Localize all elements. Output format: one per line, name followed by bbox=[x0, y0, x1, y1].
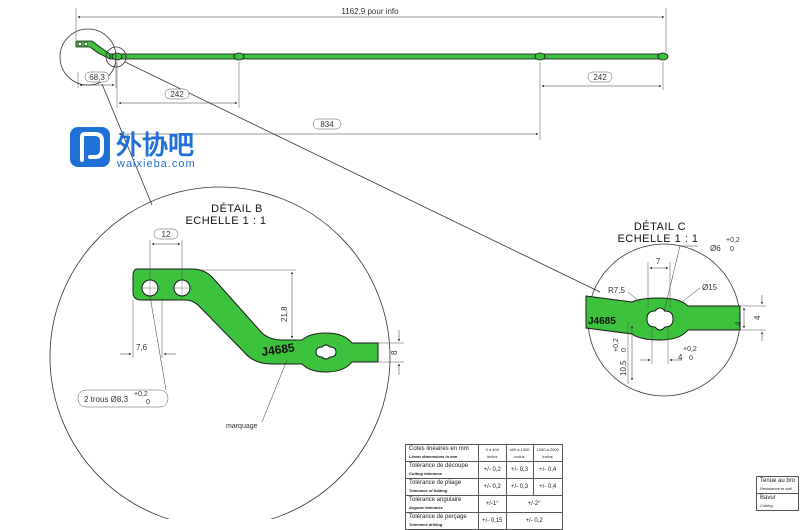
dim-242-left: 242 bbox=[116, 62, 240, 108]
watermark-chinese: 外协吧 bbox=[116, 131, 194, 161]
detail-c-scale: ECHELLE 1 : 1 bbox=[617, 233, 698, 245]
row-value: +/- 0,2 bbox=[478, 461, 507, 479]
detail-b-title: DÉTAIL B bbox=[211, 202, 263, 215]
detail-c-dim-15: Ø15 bbox=[702, 283, 718, 292]
technical-drawing: 1162,9 pour info 68,3 242 834 242 外协 bbox=[49, 7, 766, 519]
detail-b-slot bbox=[315, 344, 337, 360]
dim-242-right-label: 242 bbox=[593, 73, 607, 82]
detail-c-dim-10-5-tol-zero: 0 bbox=[621, 348, 628, 352]
detail-b-marking-label: marquage bbox=[226, 423, 258, 430]
row-value: +/- 0,4 bbox=[532, 461, 563, 479]
watermark-logo-icon bbox=[70, 127, 110, 167]
header-label: Cotes linéaires en mm bbox=[409, 446, 469, 452]
row-value: +/- 0,15 bbox=[478, 512, 507, 530]
watermark-url: waixieba.com bbox=[116, 158, 196, 170]
detail-c-dim-4-right: 4 bbox=[753, 315, 762, 320]
row-label-en: Angular tolerance bbox=[409, 505, 444, 510]
detail-c-dim-10-5: 10,5 bbox=[619, 360, 628, 376]
side-row1: Tenue au bro bbox=[760, 478, 796, 484]
row-label-en: Cutting tolerance bbox=[409, 471, 442, 476]
row-value: +/- 0,3 bbox=[505, 478, 534, 496]
detail-b-dim-21-8: 21,8 bbox=[280, 306, 289, 322]
detail-b-holes-note: 2 trous Ø8,3 bbox=[84, 395, 129, 404]
detail-b-scale: ECHELLE 1 : 1 bbox=[185, 215, 266, 227]
overview-part bbox=[75, 40, 669, 61]
row-label-en: Tolerance drilling bbox=[409, 522, 443, 527]
dim-68: 68,3 bbox=[77, 62, 117, 88]
detail-b-dim-7-6: 7,6 bbox=[136, 343, 148, 352]
row-label: Tolérance de découpe bbox=[409, 463, 469, 469]
detail-c-dim-4-0: 4 bbox=[678, 353, 683, 362]
detail-c-dim-6-tol-zero: 0 bbox=[730, 246, 734, 253]
detail-c-dim-4-0-tol-zero: 0 bbox=[689, 355, 693, 362]
dim-242-left-label: 242 bbox=[170, 90, 184, 99]
detail-c-dim-10-5-tol-plus: +0,2 bbox=[613, 338, 620, 352]
header-label-cell: Cotes linéaires en mm Linear dimensions … bbox=[405, 444, 479, 462]
dim-total-length: 1162,9 pour info bbox=[75, 7, 667, 52]
header-col3: 1000 à 2000 inclus bbox=[532, 444, 563, 462]
side-row2-en: Cutting bbox=[760, 503, 773, 508]
row-value: +/- 0,2 bbox=[478, 478, 507, 496]
header-col2: 400 à 1000 inclus bbox=[505, 444, 534, 462]
detail-c: DÉTAIL C ECHELLE 1 : 1 J4685 7 R7,5 Ø15 … bbox=[585, 220, 766, 397]
detail-c-slot bbox=[646, 307, 674, 331]
detail-c-dim-4-0-tol-plus: +0,2 bbox=[683, 346, 697, 353]
header-col3-text: 1000 à 2000 bbox=[536, 447, 559, 452]
detail-c-dim-6: Ø6 bbox=[710, 244, 721, 253]
row-value: +/-2° bbox=[505, 495, 563, 513]
dim-834: 834 bbox=[118, 62, 541, 140]
detail-c-dim-4-side: 4 bbox=[734, 321, 743, 326]
detail-b-dim-8: 8 bbox=[390, 350, 399, 355]
detail-c-part-number: J4685 bbox=[588, 316, 616, 327]
watermark: 外协吧 waixieba.com bbox=[70, 127, 196, 170]
tolerance-table: Cotes linéaires en mm Linear dimensions … bbox=[405, 444, 563, 530]
header-col1-en: inclus bbox=[487, 454, 498, 459]
row-label: Tolérance angulaire bbox=[409, 497, 462, 503]
detail-c-title: DÉTAIL C bbox=[634, 220, 686, 233]
row-label: Tolérance de perçage bbox=[409, 514, 467, 520]
detail-c-dim-7: 7 bbox=[656, 257, 661, 266]
detail-b-part-number: J4685 bbox=[260, 340, 295, 359]
total-length-label: 1162,9 pour info bbox=[341, 7, 399, 16]
detail-c-dim-6-tol-plus: +0,2 bbox=[726, 237, 740, 244]
row-label-en: Tolerance of folding bbox=[409, 488, 448, 493]
detail-b-tol-plus: +0,2 bbox=[134, 391, 148, 398]
row-value: +/-1° bbox=[478, 495, 507, 513]
header-col1-text: 0 à 400 bbox=[485, 447, 499, 452]
dim-68-label: 68,3 bbox=[89, 73, 105, 82]
detail-b-dim-12: 12 bbox=[162, 230, 171, 239]
side-row2: Bavur bbox=[760, 495, 776, 501]
header-label-en: Linear dimensions in mm bbox=[409, 454, 458, 459]
detail-b: DÉTAIL B ECHELLE 1 : 1 J4685 12 21,8 7,6 bbox=[49, 186, 404, 519]
row-value: +/- 0,2 bbox=[505, 512, 563, 530]
row-value: +/- 0,4 bbox=[532, 478, 563, 496]
header-col2-en: inclus bbox=[514, 454, 525, 459]
dim-242-right: 242 bbox=[541, 62, 664, 90]
detail-c-dim-r7-5: R7,5 bbox=[608, 286, 625, 295]
side-row1-en: Resistance to salt bbox=[760, 486, 792, 491]
header-col1: 0 à 400 inclus bbox=[478, 444, 507, 462]
header-col2-text: 400 à 1000 bbox=[509, 447, 530, 452]
tolerance-table-header: Cotes linéaires en mm Linear dimensions … bbox=[405, 444, 563, 462]
row-value: +/- 0,3 bbox=[505, 461, 534, 479]
row-label: Tolérance de pliage bbox=[409, 480, 462, 486]
detail-b-tol-zero: 0 bbox=[146, 399, 150, 406]
detail-b-circle bbox=[49, 186, 391, 519]
header-col3-en: inclus bbox=[542, 454, 553, 459]
dim-834-label: 834 bbox=[320, 120, 334, 129]
